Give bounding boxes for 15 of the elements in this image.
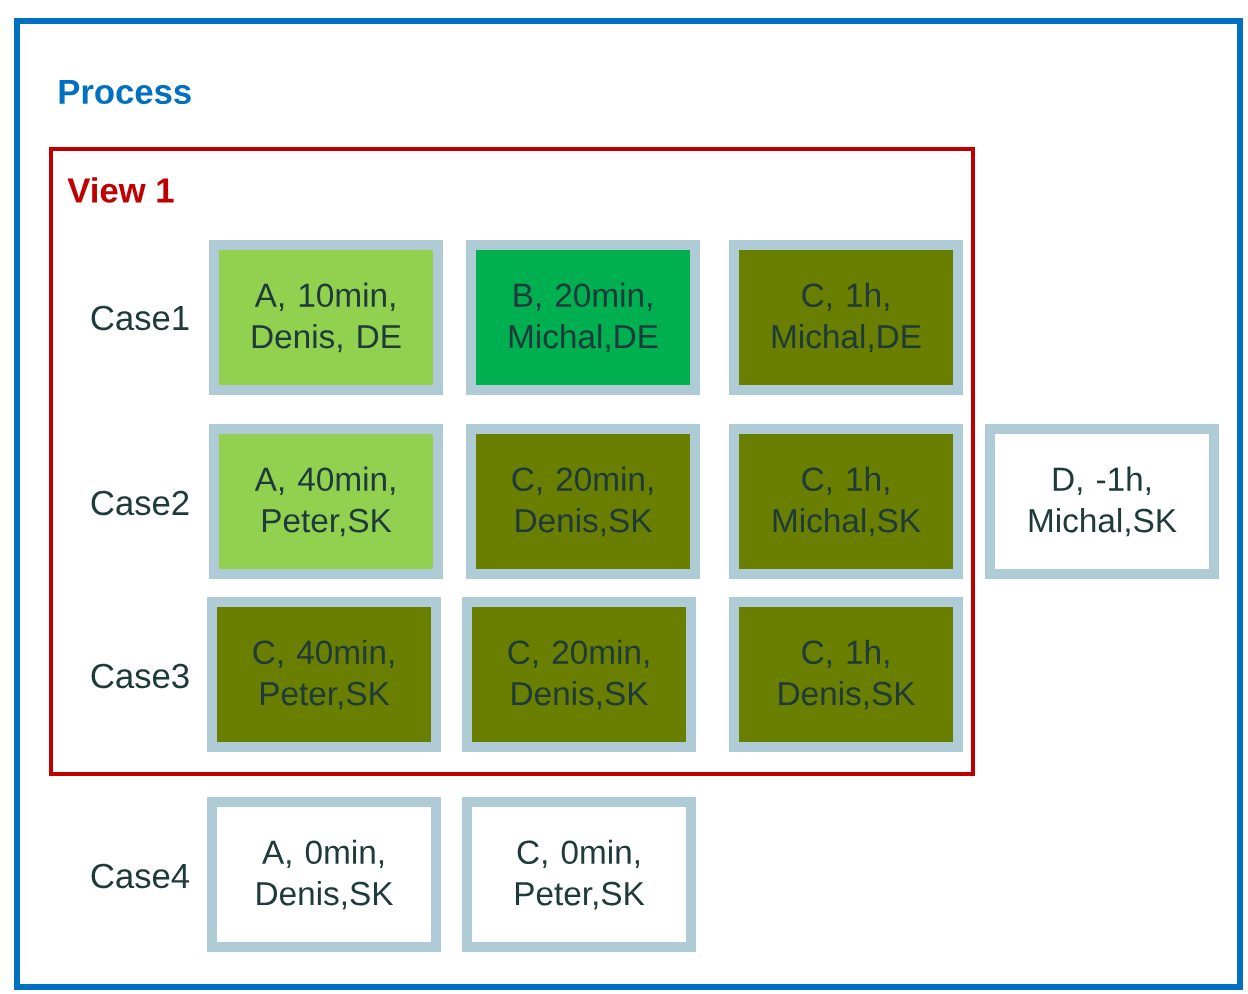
activity-box: C, 40min, Peter,SK — [207, 597, 441, 752]
activity-box: C, 20min, Denis,SK — [466, 424, 700, 579]
activity-box: A, 10min, Denis, DE — [209, 240, 443, 395]
activity-box: C, 20min, Denis,SK — [462, 597, 696, 752]
activity-box: D, -1h, Michal,SK — [985, 424, 1219, 579]
case-label: Case2 — [91, 490, 189, 516]
case-label: Case3 — [91, 663, 189, 689]
case-label: Case1 — [91, 305, 189, 331]
activity-box: B, 20min, Michal,DE — [466, 240, 700, 395]
activity-box: C, 1h, Michal,DE — [729, 240, 963, 395]
activity-box: C, 1h, Michal,SK — [729, 424, 963, 579]
activity-box: A, 0min, Denis,SK — [207, 797, 441, 952]
activity-box: C, 1h, Denis,SK — [729, 597, 963, 752]
activity-box: A, 40min, Peter,SK — [209, 424, 443, 579]
activity-box: C, 0min, Peter,SK — [462, 797, 696, 952]
